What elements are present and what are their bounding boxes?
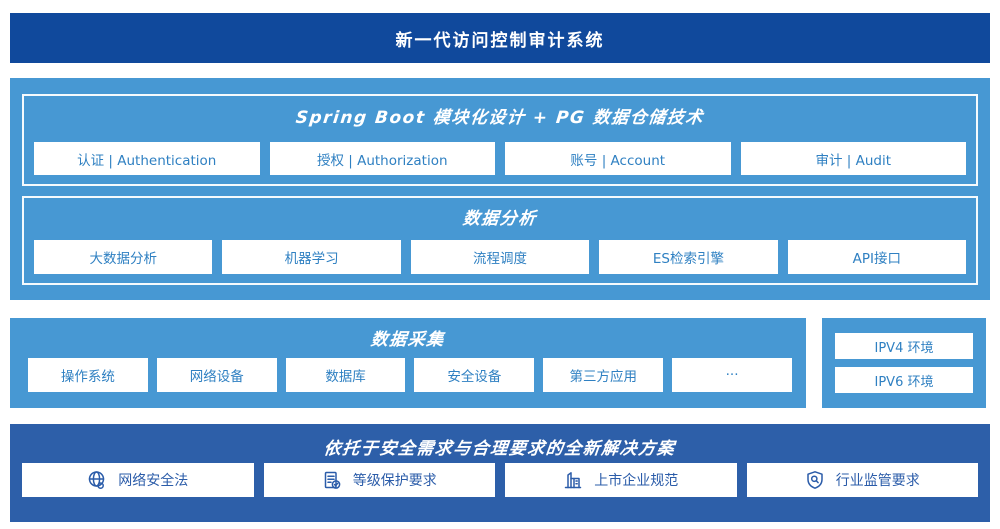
module-box-os: 操作系统 (28, 358, 148, 392)
module-box-workflow: 流程调度 (410, 240, 590, 274)
solution-box-label: 网络安全法 (118, 473, 189, 489)
module-box-database: 数据库 (285, 358, 406, 392)
collection-modules-row: 操作系统 网络设备 数据库 安全设备 第三方应用 ··· (28, 358, 792, 392)
module-box-authorization: 授权 | Authorization (269, 142, 495, 175)
springboot-group: Spring Boot 模块化设计 + PG 数据仓储技术 认证 | Authe… (22, 94, 978, 186)
collection-title: 数据采集 (369, 330, 446, 350)
platform-analysis-layer: Spring Boot 模块化设计 + PG 数据仓储技术 认证 | Authe… (10, 78, 990, 300)
analysis-group: 数据分析 大数据分析 机器学习 流程调度 ES检索引擎 API接口 (22, 196, 978, 285)
solution-box-label: 上市企业规范 (594, 473, 679, 489)
analysis-modules-row: 大数据分析 机器学习 流程调度 ES检索引擎 API接口 (34, 240, 967, 274)
solution-box-label: 行业监管要求 (835, 473, 920, 489)
env-box-ipv6: IPV6 环境 (835, 367, 973, 393)
analysis-group-title-wrap: 数据分析 (24, 204, 976, 229)
module-box-ellipsis: ··· (672, 358, 792, 392)
solution-box-label: 等级保护要求 (352, 473, 437, 489)
solution-items-row: 网络安全法 等级保护要求 (22, 463, 978, 497)
solution-box-classified-protection: 等级保护要求 (263, 463, 495, 497)
solution-title: 依托于安全需求与合理要求的全新解决方案 (322, 439, 677, 459)
building-icon (565, 472, 582, 489)
diagram-title: 新一代访问控制审计系统 (395, 30, 605, 51)
springboot-group-title: Spring Boot 模块化设计 + PG 数据仓储技术 (294, 108, 705, 128)
document-check-icon (324, 471, 341, 489)
globe-icon (89, 471, 105, 489)
module-box-network-device: 网络设备 (156, 358, 277, 392)
springboot-group-title-wrap: Spring Boot 模块化设计 + PG 数据仓储技术 (24, 103, 976, 128)
diagram-title-banner: 新一代访问控制审计系统 (10, 13, 990, 63)
module-box-security-device: 安全设备 (414, 358, 535, 392)
module-box-audit: 审计 | Audit (740, 142, 966, 175)
collection-layer: 数据采集 操作系统 网络设备 数据库 安全设备 第三方应用 ··· (10, 318, 806, 408)
env-box-ipv4: IPV4 环境 (835, 333, 973, 359)
solution-box-industry-regulation: 行业监管要求 (746, 463, 978, 497)
solution-box-listed-company: 上市企业规范 (505, 463, 737, 497)
collection-title-wrap: 数据采集 (10, 325, 806, 350)
solution-layer: 依托于安全需求与合理要求的全新解决方案 网络安全法 (10, 424, 990, 522)
module-box-bigdata: 大数据分析 (34, 240, 213, 274)
module-box-es: ES检索引擎 (599, 240, 778, 274)
solution-box-cybersecurity-law: 网络安全法 (22, 463, 254, 497)
platform-modules-row: 认证 | Authentication 授权 | Authorization 账… (34, 142, 966, 175)
module-box-api: API接口 (787, 240, 967, 274)
analysis-group-title: 数据分析 (461, 209, 538, 229)
module-box-authentication: 认证 | Authentication (34, 142, 260, 175)
module-box-thirdparty: 第三方应用 (543, 358, 664, 392)
module-box-account: 账号 | Account (505, 142, 731, 175)
solution-title-wrap: 依托于安全需求与合理要求的全新解决方案 (10, 434, 990, 459)
module-box-ml: 机器学习 (222, 240, 401, 274)
environment-panel: IPV4 环境 IPV6 环境 (822, 318, 986, 408)
shield-search-icon (807, 471, 823, 489)
